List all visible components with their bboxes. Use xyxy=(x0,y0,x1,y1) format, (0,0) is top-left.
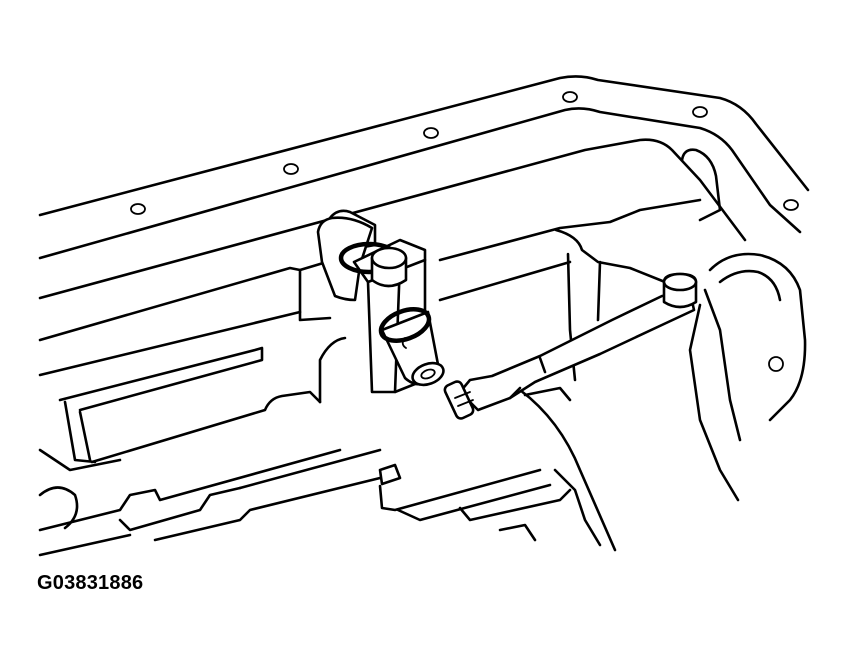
lever-arm xyxy=(458,290,696,412)
bolt-hole xyxy=(423,127,439,139)
figure-id-label: G03831886 xyxy=(37,572,144,594)
valve-body-channels xyxy=(38,253,382,557)
solenoid-o-ring-lower xyxy=(378,307,432,343)
pan-flange xyxy=(38,75,810,300)
lever-bolt-head xyxy=(662,272,698,292)
solenoid-lower-end xyxy=(411,361,445,387)
bolt-hole xyxy=(783,199,799,211)
detent-plate xyxy=(438,198,702,382)
roller xyxy=(443,380,475,420)
corner-boss xyxy=(680,148,807,502)
flange-bolt-holes xyxy=(130,91,799,372)
solenoid-pin xyxy=(420,368,436,380)
solenoid-block xyxy=(316,209,445,394)
lower-channels xyxy=(378,386,617,552)
bolt-hole xyxy=(562,91,578,103)
solenoid-upper-cap xyxy=(370,246,408,270)
block-boss xyxy=(316,216,374,302)
bolt-hole xyxy=(768,356,784,372)
bolt-hole xyxy=(692,106,708,118)
bolt-hole xyxy=(283,163,299,175)
detent-spring-lever xyxy=(443,272,698,420)
bolt-hole xyxy=(130,203,146,215)
